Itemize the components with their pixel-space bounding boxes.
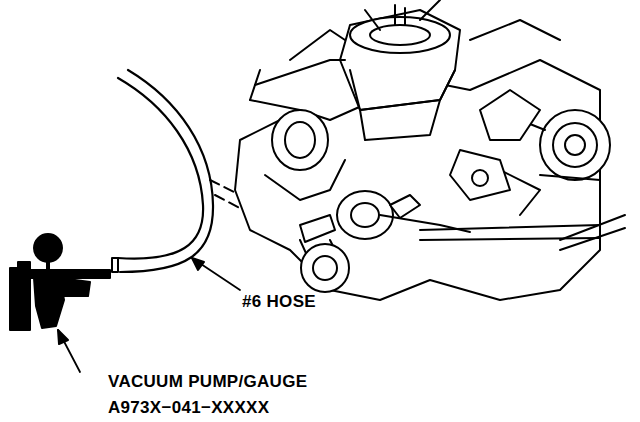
part-number: A973X−041−XXXXX — [108, 398, 269, 418]
tool-label: VACUUM PUMP/GAUGE — [108, 372, 307, 392]
hose-label: #6 HOSE — [242, 292, 316, 312]
